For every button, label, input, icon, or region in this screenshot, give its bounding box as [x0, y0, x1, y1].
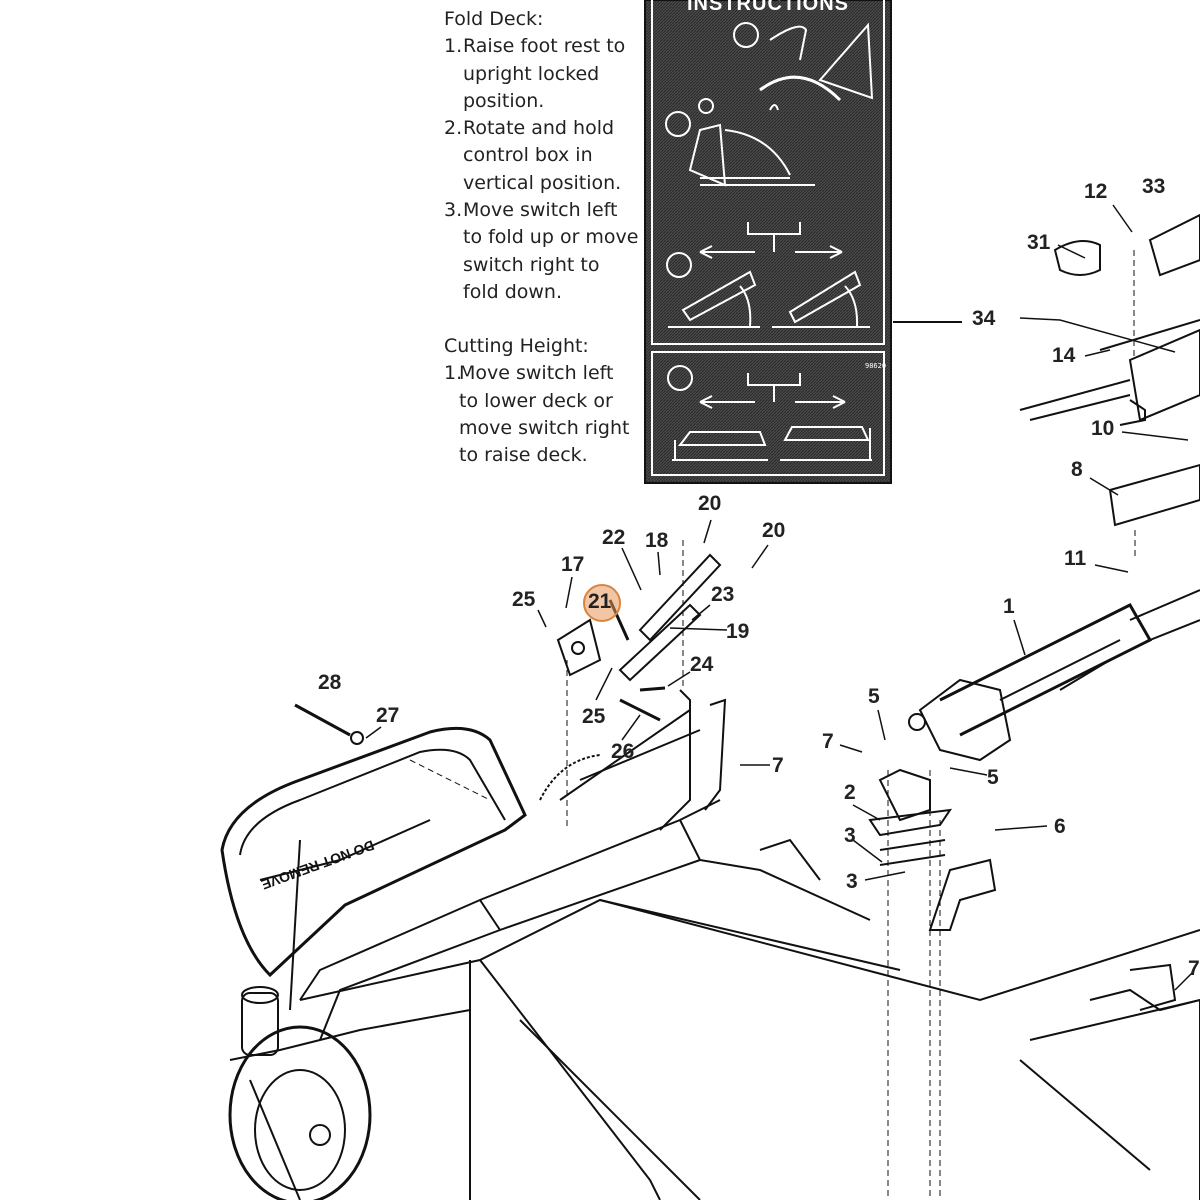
decal-stamp: 98620 [865, 362, 887, 370]
highlighted-part-marker[interactable] [583, 584, 621, 622]
cutting-height-instructions: Cutting Height: 1.Move switch left to low… [444, 333, 644, 469]
cutting-height-step-number: 1. [444, 362, 463, 385]
callout-c2[interactable]: 2 [844, 781, 856, 804]
cutting-height-heading: Cutting Height: [444, 335, 589, 357]
fold-deck-heading: Fold Deck: [444, 8, 544, 30]
callout-c34[interactable]: 34 [972, 307, 996, 330]
callout-c28[interactable]: 28 [318, 671, 342, 694]
guide-lines [409, 250, 1136, 1200]
callout-c23[interactable]: 23 [711, 583, 735, 606]
callout-c22[interactable]: 22 [602, 526, 626, 549]
fold-deck-step-line: Rotate and hold [463, 117, 615, 140]
callout-leaders [365, 204, 1193, 991]
callout-c25b[interactable]: 25 [582, 705, 606, 728]
callout-c5a[interactable]: 5 [868, 685, 880, 708]
callout-c19[interactable]: 19 [726, 620, 750, 643]
callout-c14[interactable]: 14 [1052, 344, 1076, 367]
fold-deck-step-3: 3.Move switch left to fold up or move swit… [444, 197, 644, 306]
fold-deck-step-line: fold down. [463, 280, 562, 303]
fold-deck-instructions: Fold Deck: 1.Raise foot rest to upright l… [444, 6, 644, 306]
fold-deck-step-line: to fold up or move [463, 226, 639, 249]
callout-c3a[interactable]: 3 [844, 824, 856, 847]
seat-label: DO NOT REMOVE [259, 837, 376, 893]
callout-c20b[interactable]: 20 [762, 519, 786, 542]
callout-c3b[interactable]: 3 [846, 870, 858, 893]
fold-deck-step-line: Raise foot rest to [463, 35, 626, 58]
callout-c25a[interactable]: 25 [512, 588, 536, 611]
callout-c31[interactable]: 31 [1027, 231, 1051, 254]
callout-c17[interactable]: 17 [561, 553, 585, 576]
fold-deck-step-1: 1.Raise foot rest to upright locked positi… [444, 33, 644, 115]
callout-c10[interactable]: 10 [1091, 417, 1115, 440]
callout-c1[interactable]: 1 [1003, 595, 1015, 618]
callout-c33[interactable]: 33 [1142, 175, 1166, 198]
callout-c20a[interactable]: 20 [698, 492, 722, 515]
decal-title: INSTRUCTIONS [687, 0, 849, 15]
fold-deck-step-line: vertical position. [463, 171, 622, 194]
callout-c24[interactable]: 24 [690, 653, 714, 676]
callout-c7b[interactable]: 7 [822, 730, 834, 753]
callout-c21[interactable]: 21 [588, 590, 612, 613]
callout-c7a[interactable]: 7 [772, 754, 784, 777]
fold-deck-step-line: upright locked [463, 62, 600, 85]
cutting-height-step-line: Move switch left [459, 362, 614, 385]
fold-deck-step-number: 1. [444, 35, 463, 58]
cutting-height-step-line: to lower deck or [459, 389, 613, 412]
callout-c12[interactable]: 12 [1084, 180, 1108, 203]
decal-overlay: INSTRUCTIONS 98620 [645, 0, 891, 483]
callout-c11[interactable]: 11 [1064, 547, 1087, 570]
fold-deck-step-number: 3. [444, 199, 463, 222]
cutting-height-step-line: move switch right [459, 416, 630, 439]
fold-deck-steps: 1.Raise foot rest to upright locked positi… [444, 33, 644, 306]
fold-deck-step-number: 2. [444, 117, 463, 140]
callout-c27[interactable]: 27 [376, 704, 400, 727]
fold-deck-step-2: 2.Rotate and hold control box in vertical … [444, 115, 644, 197]
fold-deck-step-line: switch right to [463, 253, 600, 276]
instruction-decal [644, 0, 892, 484]
callout-c5b[interactable]: 5 [987, 766, 999, 789]
cutting-height-step-1: 1.Move switch left to lower deck or move s… [444, 360, 644, 469]
callout-c6[interactable]: 6 [1054, 815, 1066, 838]
cutting-height-step-line: to raise deck. [459, 444, 588, 467]
callout-c18[interactable]: 18 [645, 529, 669, 552]
callout-c7c[interactable]: 7 [1188, 957, 1200, 980]
callout-c8[interactable]: 8 [1071, 458, 1083, 481]
fold-deck-step-line: control box in [463, 144, 593, 167]
fold-deck-step-line: position. [463, 89, 545, 112]
cutting-height-steps: 1.Move switch left to lower deck or move s… [444, 360, 644, 469]
callout-c26[interactable]: 26 [611, 740, 635, 763]
fold-deck-step-line: Move switch left [463, 199, 618, 222]
